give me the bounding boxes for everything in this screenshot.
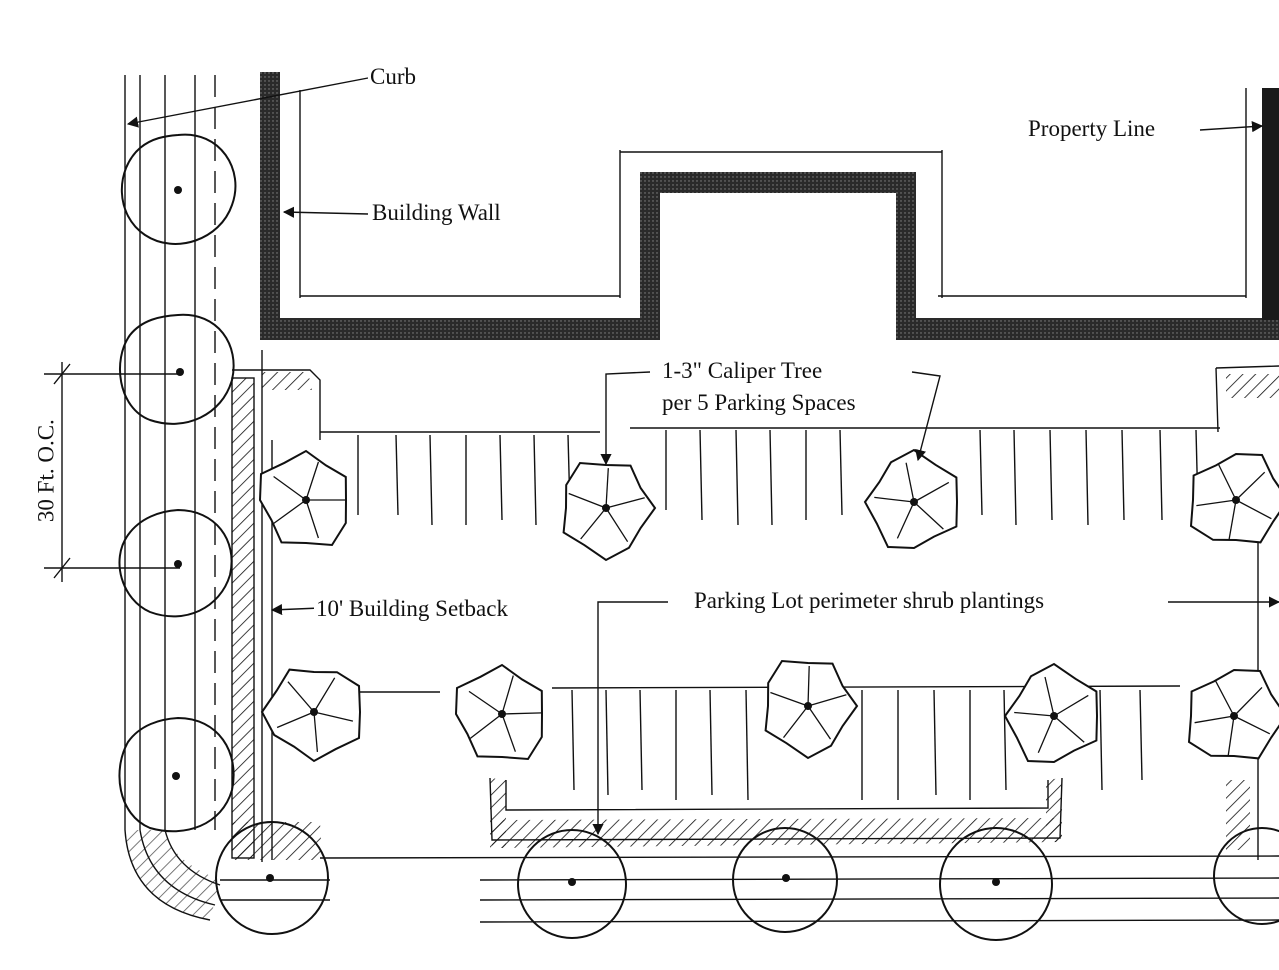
perimeter-shrub-bed: [220, 777, 1279, 923]
tree-branch-line: [1053, 694, 1089, 717]
tree-branch-line: [807, 694, 847, 707]
tree-branch-line: [1053, 715, 1085, 743]
tree-trunk-dot: [1232, 496, 1240, 504]
tree-branch-line: [1044, 676, 1055, 717]
parking-lot-trees: [258, 448, 1279, 764]
tree-branch-line: [1235, 499, 1272, 520]
tree-branch-line: [905, 462, 915, 503]
tree-branch-line: [501, 712, 543, 715]
tree-branch-line: [305, 461, 320, 501]
tree-branch-line: [896, 501, 915, 539]
tree-branch-line: [605, 468, 609, 509]
leader-lines: [126, 77, 1279, 836]
tree-branch-line: [1233, 715, 1271, 735]
tree-trunk-dot: [1230, 712, 1238, 720]
tree-branch-line: [1037, 715, 1055, 754]
tree-branch-line: [313, 711, 319, 752]
curb-label: Curb: [368, 64, 418, 90]
tree-branch-line: [605, 507, 629, 543]
tree-branch-line: [1196, 499, 1237, 507]
tree-branch-line: [273, 475, 307, 501]
perimeter-shrub-label: Parking Lot perimeter shrub plantings: [692, 588, 1047, 614]
tree-branch-line: [1194, 715, 1235, 724]
tree-trunk-dot: [804, 702, 812, 710]
building-wall: [260, 72, 1279, 340]
tree-trunk-dot: [602, 504, 610, 512]
tree-branch-line: [913, 501, 944, 530]
tree-branch-line: [469, 713, 503, 739]
tree-branch-line: [770, 691, 809, 707]
right-edge-bed: [1215, 365, 1279, 860]
tree-branch-line: [501, 675, 514, 715]
parking-stalls-upper: [320, 427, 1220, 526]
tree-branch-line: [580, 507, 607, 540]
tree-branch-line: [305, 499, 320, 539]
tree-branch-line: [1214, 680, 1235, 717]
tree-branch-line: [273, 499, 307, 525]
spacing-label: 30 Ft. O.C.: [33, 408, 59, 533]
tree-branch-line: [313, 677, 336, 713]
building-wall-label: Building Wall: [370, 200, 503, 226]
tree-branch-line: [501, 713, 517, 752]
tree-branch-line: [782, 705, 809, 738]
spacing-dimension: [44, 362, 180, 582]
tree-trunk-dot: [1050, 712, 1058, 720]
tree-branch-line: [874, 496, 915, 503]
tree-branch-line: [287, 681, 315, 713]
caliper-tree-label-line2: per 5 Parking Spaces: [660, 390, 858, 416]
street-lines: [124, 75, 221, 921]
tree-branch-line: [568, 492, 607, 509]
tree-branch-line: [276, 711, 315, 729]
tree-branch-line: [807, 705, 832, 740]
tree-branch-line: [1217, 463, 1237, 501]
tree-trunk-dot: [910, 498, 918, 506]
tree-trunk-dot: [310, 708, 318, 716]
parking-lot-tree: [764, 659, 859, 760]
tree-branch-line: [1227, 715, 1235, 756]
tree-branch-line: [1014, 711, 1055, 717]
tree-branch-line: [1228, 499, 1237, 540]
tree-branch-line: [1233, 686, 1263, 717]
setback-strip: [231, 350, 322, 862]
parking-lot-tree: [863, 448, 959, 550]
parking-lot-tree: [562, 461, 657, 562]
tree-trunk-dot: [302, 496, 310, 504]
property-line-label: Property Line: [1026, 116, 1158, 142]
caliper-tree-label-line1: 1-3" Caliper Tree: [660, 358, 825, 384]
building-setback-label: 10' Building Setback: [314, 596, 510, 622]
tree-branch-line: [913, 481, 950, 503]
parking-lot-tree: [260, 668, 362, 763]
street-trees-left: [118, 133, 237, 833]
tree-trunk-dot: [498, 710, 506, 718]
tree-branch-line: [313, 711, 354, 722]
tree-branch-line: [1235, 471, 1266, 501]
street-trees-bottom: [215, 821, 1279, 941]
setback-lines: [299, 88, 1247, 298]
tree-branch-line: [468, 690, 503, 715]
parking-lot-tree: [1003, 662, 1099, 764]
tree-branch-line: [605, 497, 645, 509]
tree-branch-line: [807, 665, 810, 707]
